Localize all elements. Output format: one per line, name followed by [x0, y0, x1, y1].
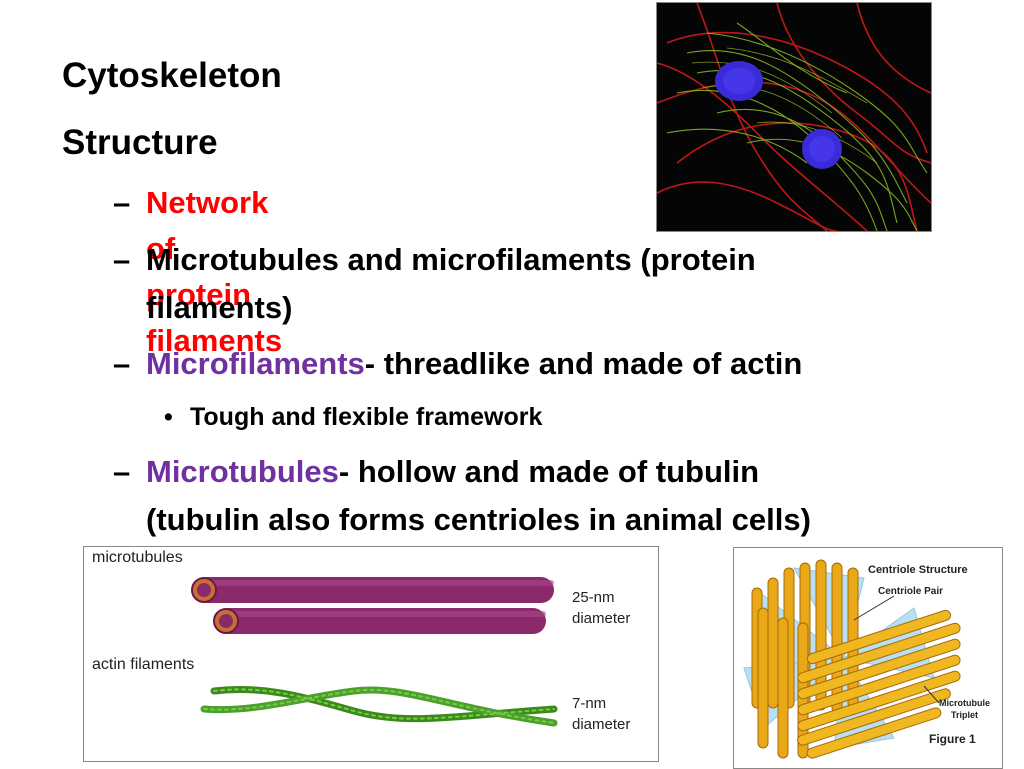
microtubule-triplet-label-2: Triplet	[951, 710, 979, 720]
figure-caption: Figure 1	[929, 732, 976, 746]
term-definition: - threadlike and made of actin	[364, 346, 803, 381]
pair-pointer	[853, 595, 895, 621]
item-text: Microfilaments- threadlike and made of a…	[146, 341, 802, 387]
microtubules-label: microtubules	[92, 549, 183, 566]
item-text: Network of protein filaments	[146, 185, 283, 358]
dash-marker: –	[113, 454, 131, 489]
filaments-drawing	[191, 577, 558, 727]
slide-subtitle: Structure	[62, 123, 218, 162]
centriole-pair-label: Centriole Pair	[878, 586, 944, 597]
term-definition: - hollow and made of tubulin	[338, 454, 760, 489]
actin-filament	[200, 685, 558, 727]
sub-bullet-text: Tough and flexible framework	[190, 403, 543, 431]
item-text-line2: (tubulin also forms centrioles in animal…	[146, 502, 811, 537]
centriole-drawing	[743, 559, 961, 759]
slide-title: Cytoskeleton	[62, 56, 282, 95]
filaments-diagram: microtubules actin filaments 25-nm diame…	[83, 546, 659, 762]
microtubule-tube-1	[191, 577, 554, 603]
item-text-line2: filaments)	[146, 290, 293, 325]
dash-marker: –	[113, 346, 131, 381]
microtubules-size-label: 25-nm	[572, 589, 615, 606]
item-text-line1: Microtubules and microfilaments (protein	[146, 242, 756, 277]
term-microtubules: Microtubules	[146, 454, 339, 489]
microtubules-diameter-label: diameter	[572, 610, 631, 627]
centriole-diagram: Centriole Structure Centriole Pair Micro…	[733, 547, 1003, 769]
bullet-marker: •	[164, 403, 173, 431]
micrograph-drawing	[657, 3, 931, 231]
cell-micrograph-image	[656, 2, 932, 232]
term-microfilaments: Microfilaments	[146, 346, 365, 381]
actin-diameter-label: diameter	[572, 716, 631, 733]
microtubule-tube-2	[213, 608, 546, 634]
microtubule-triplet-label-1: Microtubule	[939, 698, 990, 708]
centriole-structure-title: Centriole Structure	[868, 564, 968, 576]
dash-marker: –	[113, 242, 131, 277]
actin-size-label: 7-nm	[572, 695, 607, 712]
actin-filaments-label: actin filaments	[92, 656, 195, 673]
item-text-line1: Microtubules- hollow and made of tubulin	[146, 449, 759, 495]
dash-marker: –	[113, 185, 131, 220]
triplet-pointer	[923, 685, 940, 704]
